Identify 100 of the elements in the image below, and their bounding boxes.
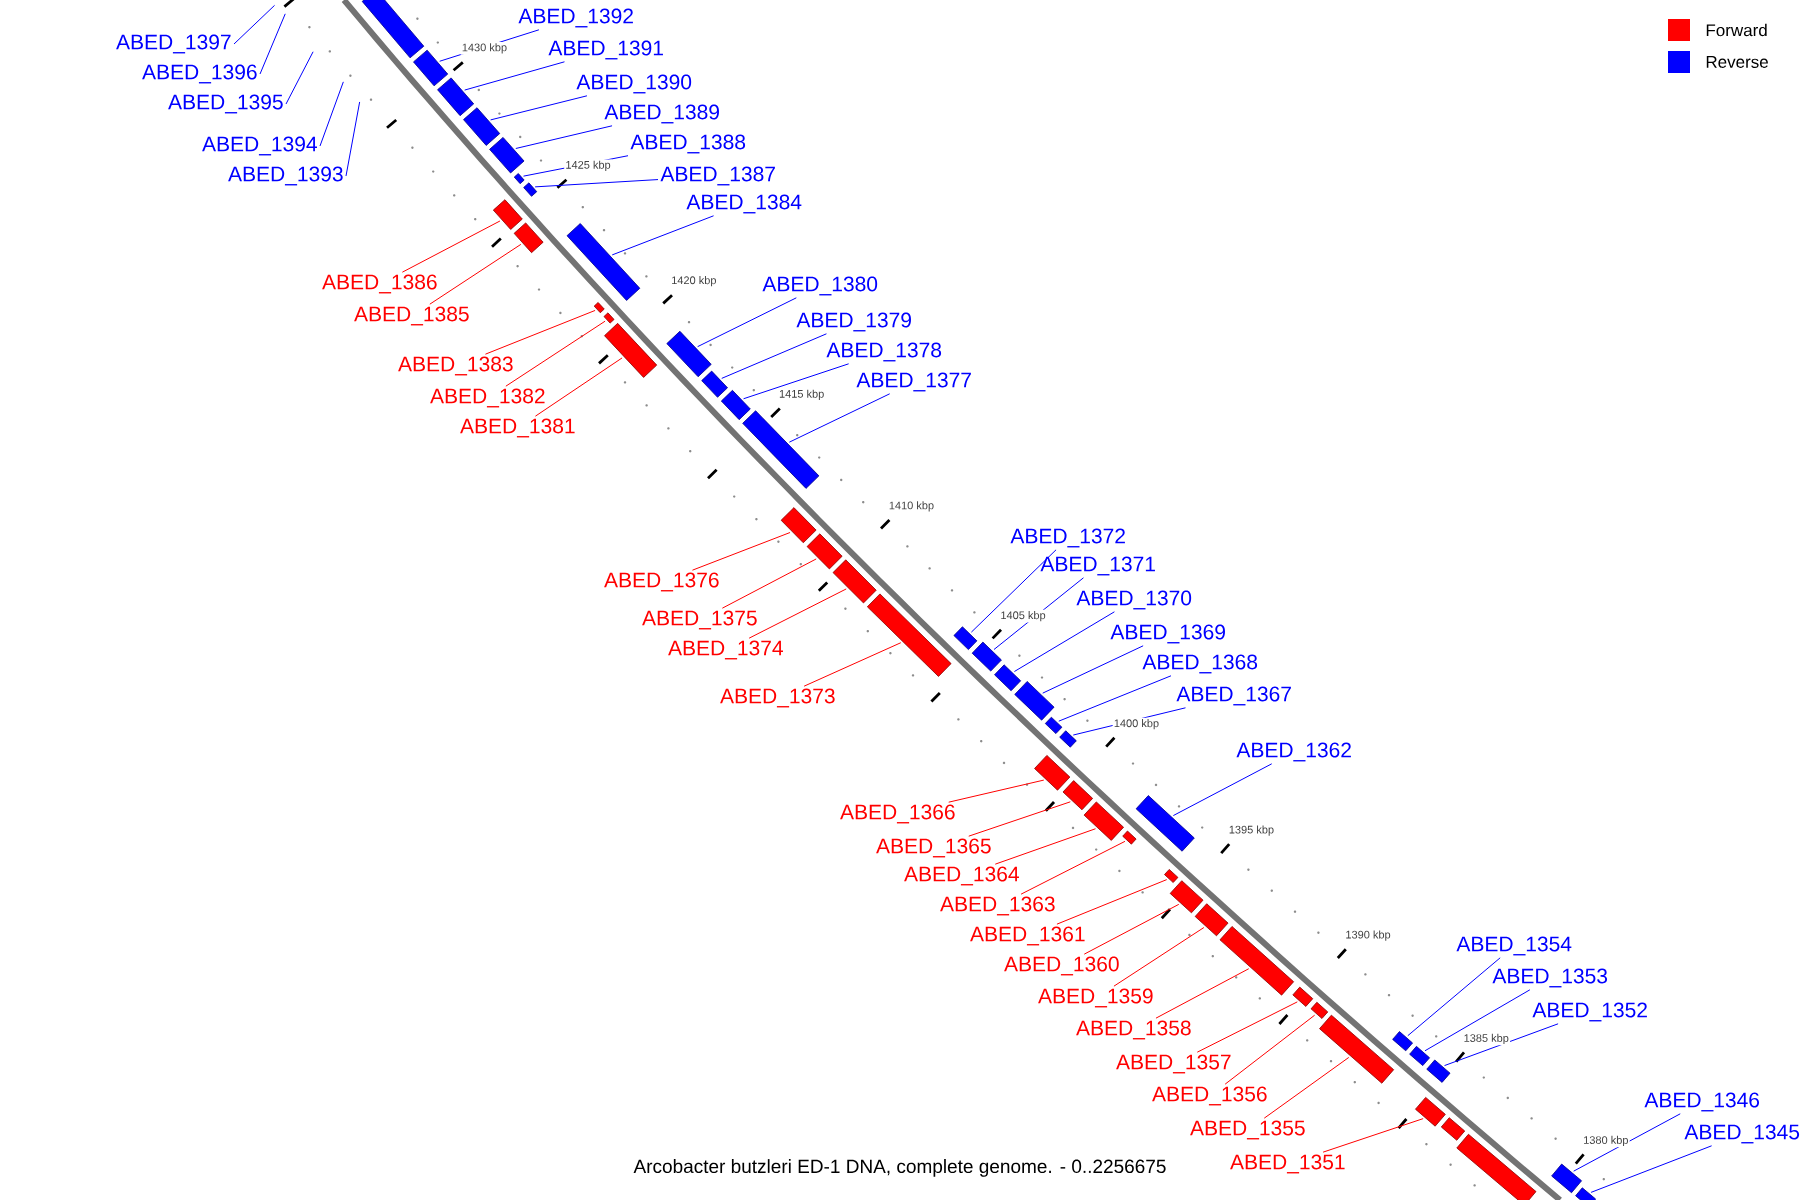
gene-block	[1083, 801, 1124, 841]
gene-block	[513, 173, 525, 185]
gene-label: ABED_1365	[876, 838, 991, 858]
gene-block	[1122, 830, 1137, 845]
gene-block	[1319, 1014, 1395, 1084]
gene-label: ABED_1353	[1492, 968, 1608, 988]
leader-line	[611, 215, 715, 256]
gene-block	[832, 559, 877, 604]
gene-label: ABED_1384	[686, 194, 802, 214]
gene-block	[1392, 1031, 1413, 1052]
gene-label: ABED_1355	[1190, 1120, 1305, 1140]
gene-label: ABED_1394	[202, 136, 317, 156]
gene-block	[1415, 1097, 1446, 1127]
gene-label: ABED_1358	[1076, 1020, 1191, 1040]
gene-block	[593, 302, 605, 314]
leader-line	[429, 243, 522, 305]
leader-line	[1083, 903, 1180, 955]
leader-line	[1056, 879, 1168, 925]
gene-block	[1062, 780, 1094, 811]
gene-label: ABED_1395	[168, 94, 283, 114]
leader-line	[1322, 1118, 1424, 1153]
gene-label: ABED_1386	[322, 274, 437, 294]
gene-block	[866, 593, 952, 677]
gene-block	[971, 641, 1002, 672]
gene-block	[780, 507, 817, 544]
gene-block	[523, 182, 538, 197]
leader-line	[1172, 763, 1273, 817]
leader-line	[1196, 1001, 1298, 1053]
legend-label: Forward	[1706, 23, 1767, 37]
leader-line	[721, 558, 817, 609]
gene-label: ABED_1346	[1644, 1092, 1760, 1112]
leader-line	[748, 588, 847, 639]
gene-label: ABED_1391	[548, 40, 663, 60]
gene-label: ABED_1381	[460, 418, 575, 438]
leader-line	[994, 828, 1096, 865]
gene-label: ABED_1354	[1456, 936, 1572, 956]
gene-block	[994, 664, 1022, 692]
gene-label: ABED_1376	[604, 572, 719, 592]
gene-block	[413, 49, 449, 87]
gene-block	[1164, 869, 1179, 883]
leader-line	[1072, 707, 1186, 736]
leader-line	[803, 642, 902, 687]
leader-line	[721, 333, 827, 379]
gene-label: ABED_1397	[116, 34, 231, 54]
gene-block	[666, 330, 712, 378]
gene-block	[604, 322, 658, 378]
leader-line	[319, 81, 344, 147]
gene-label: ABED_1361	[970, 926, 1085, 946]
gene-label: ABED_1351	[1230, 1154, 1345, 1174]
leader-line	[345, 101, 361, 177]
leader-line	[1155, 968, 1250, 1019]
leader-line	[948, 779, 1045, 803]
gene-label: ABED_1357	[1116, 1054, 1231, 1074]
leader-line	[1224, 1014, 1316, 1085]
gene-block	[1575, 1187, 1596, 1200]
gene-block	[1440, 1117, 1466, 1141]
leader-line	[515, 125, 613, 149]
leader-line	[1020, 840, 1126, 895]
gene-block	[953, 626, 978, 650]
leader-line	[993, 577, 1084, 650]
gene-label: ABED_1360	[1004, 956, 1119, 976]
gene-label: ABED_1363	[940, 896, 1055, 916]
leader-line	[505, 320, 606, 387]
gene-label: ABED_1389	[604, 104, 719, 124]
gene-label: ABED_1362	[1236, 742, 1351, 762]
gene-block	[489, 137, 525, 174]
leader-line	[1424, 989, 1531, 1052]
gene-label: ABED_1368	[1142, 654, 1258, 674]
gene-label: ABED_1378	[826, 342, 942, 362]
gene-block	[1059, 730, 1077, 748]
gene-label: ABED_1375	[642, 610, 757, 630]
gene-block	[361, 0, 425, 59]
gene-block	[1169, 880, 1204, 914]
leader-line	[490, 95, 588, 121]
caption: Arcobacter butzleri ED-1 DNA, complete genome. - 0..2256675	[633, 1159, 1166, 1177]
leader-line	[401, 220, 501, 273]
gene-block	[566, 223, 641, 301]
gene-block	[513, 222, 544, 254]
gene-label: ABED_1383	[398, 356, 513, 376]
leader-line	[534, 357, 623, 417]
leader-line	[1058, 675, 1172, 722]
gene-label: ABED_1379	[796, 312, 911, 332]
gene-label: ABED_1370	[1076, 590, 1192, 610]
leader-line	[233, 4, 276, 45]
leader-line	[1013, 611, 1115, 672]
gene-block	[463, 107, 501, 146]
leader-line	[1573, 1113, 1681, 1172]
leader-line	[968, 801, 1071, 837]
gene-block	[742, 410, 820, 489]
gene-label: ABED_1382	[430, 388, 545, 408]
leader-line	[697, 297, 797, 348]
gene-block	[1194, 903, 1229, 937]
leader-line	[970, 549, 1057, 633]
gene-label: ABED_1364	[904, 866, 1019, 886]
leader-line	[743, 363, 850, 400]
gene-label: ABED_1367	[1176, 686, 1291, 706]
leader-line	[484, 309, 596, 355]
gene-label: ABED_1371	[1040, 556, 1155, 576]
gene-block	[1409, 1045, 1430, 1066]
gene-label: ABED_1345	[1684, 1124, 1800, 1144]
